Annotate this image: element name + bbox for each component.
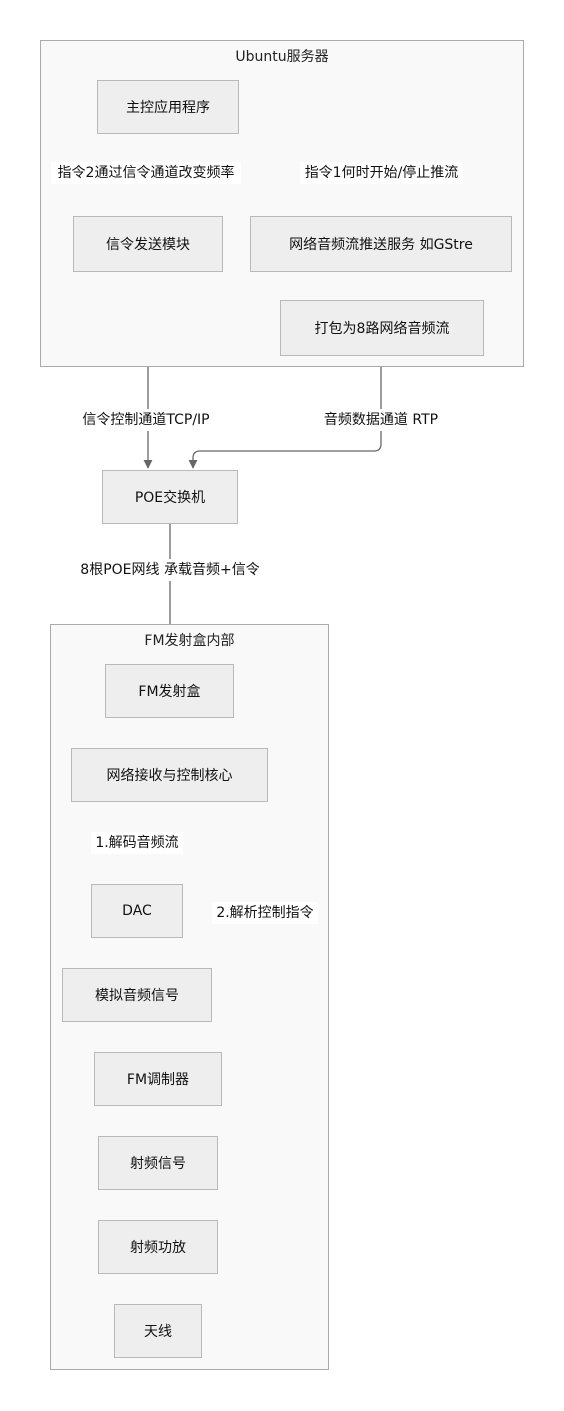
main-app-label: 主控应用程序 [126,100,210,116]
dac-label: DAC [122,903,152,919]
ubuntu-server-title: Ubuntu服务器 [235,49,329,65]
fm-box-title: FM发射盒内部 [144,633,235,649]
net-core-node: 网络接收与控制核心 [71,748,268,802]
package-label: 打包为8路网络音频流 [314,321,450,337]
rf-signal-label: 射频信号 [130,1156,186,1172]
stream-service-label: 网络音频流推送服务 如GStre [289,237,473,253]
edge-label-parse: 2.解析控制指令 [212,902,318,924]
antenna-node: 天线 [114,1304,202,1358]
rf-signal-node: 射频信号 [98,1136,218,1190]
antenna-label: 天线 [144,1324,172,1340]
signal-module-label: 信令发送模块 [106,237,190,253]
net-core-label: 网络接收与控制核心 [106,768,233,784]
edge-label-signal-channel: 信令控制通道TCP/IP [76,409,216,431]
edge-label-cmd1: 指令1何时开始/停止推流 [300,162,463,184]
edge-label-cmd2: 指令2通过信令通道改变频率 [51,162,241,184]
rf-amp-node: 射频功放 [98,1220,218,1274]
package-node: 打包为8路网络音频流 [280,300,484,356]
fm-modulator-node: FM调制器 [94,1052,222,1106]
dac-node: DAC [91,884,183,938]
stream-service-node: 网络音频流推送服务 如GStre [250,216,512,272]
poe-switch-node: POE交换机 [102,470,238,524]
edge-package-to-poe [188,356,382,469]
poe-switch-label: POE交换机 [134,490,206,506]
analog-signal-node: 模拟音频信号 [62,968,212,1022]
analog-signal-label: 模拟音频信号 [95,988,179,1004]
rf-amp-label: 射频功放 [130,1240,186,1256]
main-app-node: 主控应用程序 [97,80,239,134]
fm-transmitter-node: FM发射盒 [105,664,234,718]
edge-label-audio-channel: 音频数据通道 RTP [319,409,443,431]
signal-module-node: 信令发送模块 [73,216,223,272]
fm-transmitter-label: FM发射盒 [138,684,201,700]
fm-modulator-label: FM调制器 [126,1072,190,1088]
edge-label-poe-cables: 8根POE网线 承载音频+信令 [76,559,264,581]
edge-label-decode: 1.解码音频流 [91,832,183,854]
